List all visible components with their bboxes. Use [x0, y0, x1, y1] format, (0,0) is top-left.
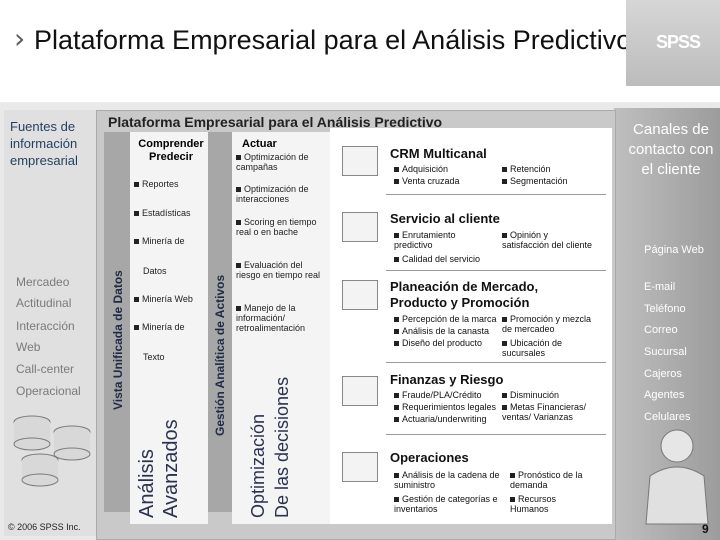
- logo: SPSS: [656, 32, 701, 52]
- crm-heading: CRM Multicanal: [390, 146, 487, 161]
- crm-item: Adquisición: [394, 164, 448, 174]
- analisis-label-2: Avanzados: [160, 419, 182, 518]
- understand-item: Reportes: [134, 179, 179, 189]
- database-icon: [13, 415, 91, 487]
- act-column: [232, 132, 330, 524]
- finance-icon: [342, 376, 378, 406]
- finance-item: Requerimientos legales: [394, 402, 496, 412]
- finance-item: Disminución: [502, 390, 559, 400]
- finance-item: Metas Financieras/ ventas/ Varianzas: [502, 402, 587, 422]
- channels-heading: Canales de contacto con el cliente: [628, 121, 714, 178]
- service-item: Opinión y satisfacción del cliente: [502, 230, 593, 250]
- channel-item: Correo: [644, 324, 678, 336]
- unified-data-strip: [104, 132, 130, 512]
- divider: [386, 194, 606, 195]
- finance-item: Actuaria/underwriting: [394, 414, 487, 424]
- act-item: Manejo de la información/ retroalimentac…: [236, 303, 306, 333]
- logo-panel: [626, 0, 720, 86]
- operations-heading: Operaciones: [390, 450, 469, 465]
- planning-item: Análisis de la canasta: [394, 326, 489, 336]
- operations-item: Gestión de categorías e inventarios: [394, 494, 498, 514]
- act-item: Evaluación del riesgo en tiempo real: [236, 260, 321, 280]
- service-heading: Servicio al cliente: [390, 211, 500, 226]
- copyright: © 2006 SPSS Inc.: [8, 522, 81, 532]
- vista-label: Vista Unificada de Datos: [111, 270, 125, 410]
- source-item: Operacional: [16, 384, 81, 398]
- act-item: Optimización de interacciones: [236, 184, 309, 204]
- source-item: Interacción: [16, 319, 75, 333]
- understand-item: Datos: [143, 266, 167, 276]
- asset-management-strip: [208, 132, 232, 512]
- operations-icon: [342, 452, 378, 482]
- finance-heading: Finanzas y Riesgo: [390, 372, 504, 387]
- source-item: Web: [16, 340, 41, 354]
- service-item: Enrutamiento predictivo: [394, 230, 456, 250]
- channel-item: E-mail: [644, 281, 676, 293]
- planning-icon: [342, 280, 378, 310]
- crm-icon: [342, 146, 378, 176]
- page-number: 9: [702, 522, 709, 536]
- service-item: Calidad del servicio: [394, 254, 480, 264]
- act-item: Scoring en tiempo real o en bache: [236, 217, 317, 237]
- understand-column: [130, 132, 208, 524]
- channel-item: Sucursal: [644, 346, 687, 358]
- channel-item: Cajeros: [644, 368, 682, 380]
- board-title: Plataforma Empresarial para el Análisis …: [108, 114, 443, 130]
- planning-item: Percepción de la marca: [394, 314, 497, 324]
- analisis-label-1: Análisis: [136, 449, 158, 518]
- service-icon: [342, 212, 378, 242]
- person-icon: [645, 429, 709, 525]
- crm-item: Segmentación: [502, 176, 568, 186]
- divider: [386, 362, 606, 363]
- planning-item: Ubicación de sucursales: [502, 338, 563, 358]
- channel-item: Celulares: [644, 411, 691, 423]
- channel-item: Página Web: [644, 244, 704, 256]
- channel-item: Agentes: [644, 389, 685, 401]
- understand-item: Estadísticas: [134, 208, 191, 218]
- operations-item: Pronóstico de la demanda: [510, 470, 583, 490]
- gestion-label: Gestión Analítica de Activos: [213, 274, 227, 436]
- planning-item: Promoción y mezcla de mercadeo: [502, 314, 592, 334]
- operations-item: Recursos Humanos: [510, 494, 557, 514]
- planning-heading: Planeación de Mercado, Producto y Promoc…: [390, 279, 539, 310]
- operations-item: Análisis de la cadena de suministro: [394, 470, 500, 490]
- act-heading: Actuar: [242, 138, 277, 150]
- understand-item: Minería Web: [134, 294, 193, 304]
- title-chevron-icon: ›: [14, 22, 26, 55]
- understand-heading: Comprender Predecir: [138, 138, 204, 163]
- divider: [386, 434, 606, 435]
- optim-label-1: Optimización: [248, 413, 268, 518]
- understand-item: Minería de: [134, 322, 185, 332]
- source-item: Mercadeo: [16, 275, 70, 289]
- act-item: Optimización de campañas: [236, 152, 309, 172]
- understand-item: Texto: [143, 352, 165, 362]
- source-item: Actitudinal: [16, 296, 72, 310]
- source-item: Call-center: [16, 362, 75, 376]
- page-title: Plataforma Empresarial para el Análisis …: [34, 25, 632, 55]
- finance-item: Fraude/PLA/Crédito: [394, 390, 482, 400]
- optim-label-2: De las decisiones: [272, 376, 292, 518]
- understand-item: Minería de: [134, 236, 185, 246]
- channel-item: Teléfono: [644, 303, 686, 315]
- planning-item: Diseño del producto: [394, 338, 482, 348]
- sources-heading: Fuentes de información empresarial: [10, 119, 78, 168]
- divider: [386, 270, 606, 271]
- crm-item: Venta cruzada: [394, 176, 460, 186]
- crm-item: Retención: [502, 164, 551, 174]
